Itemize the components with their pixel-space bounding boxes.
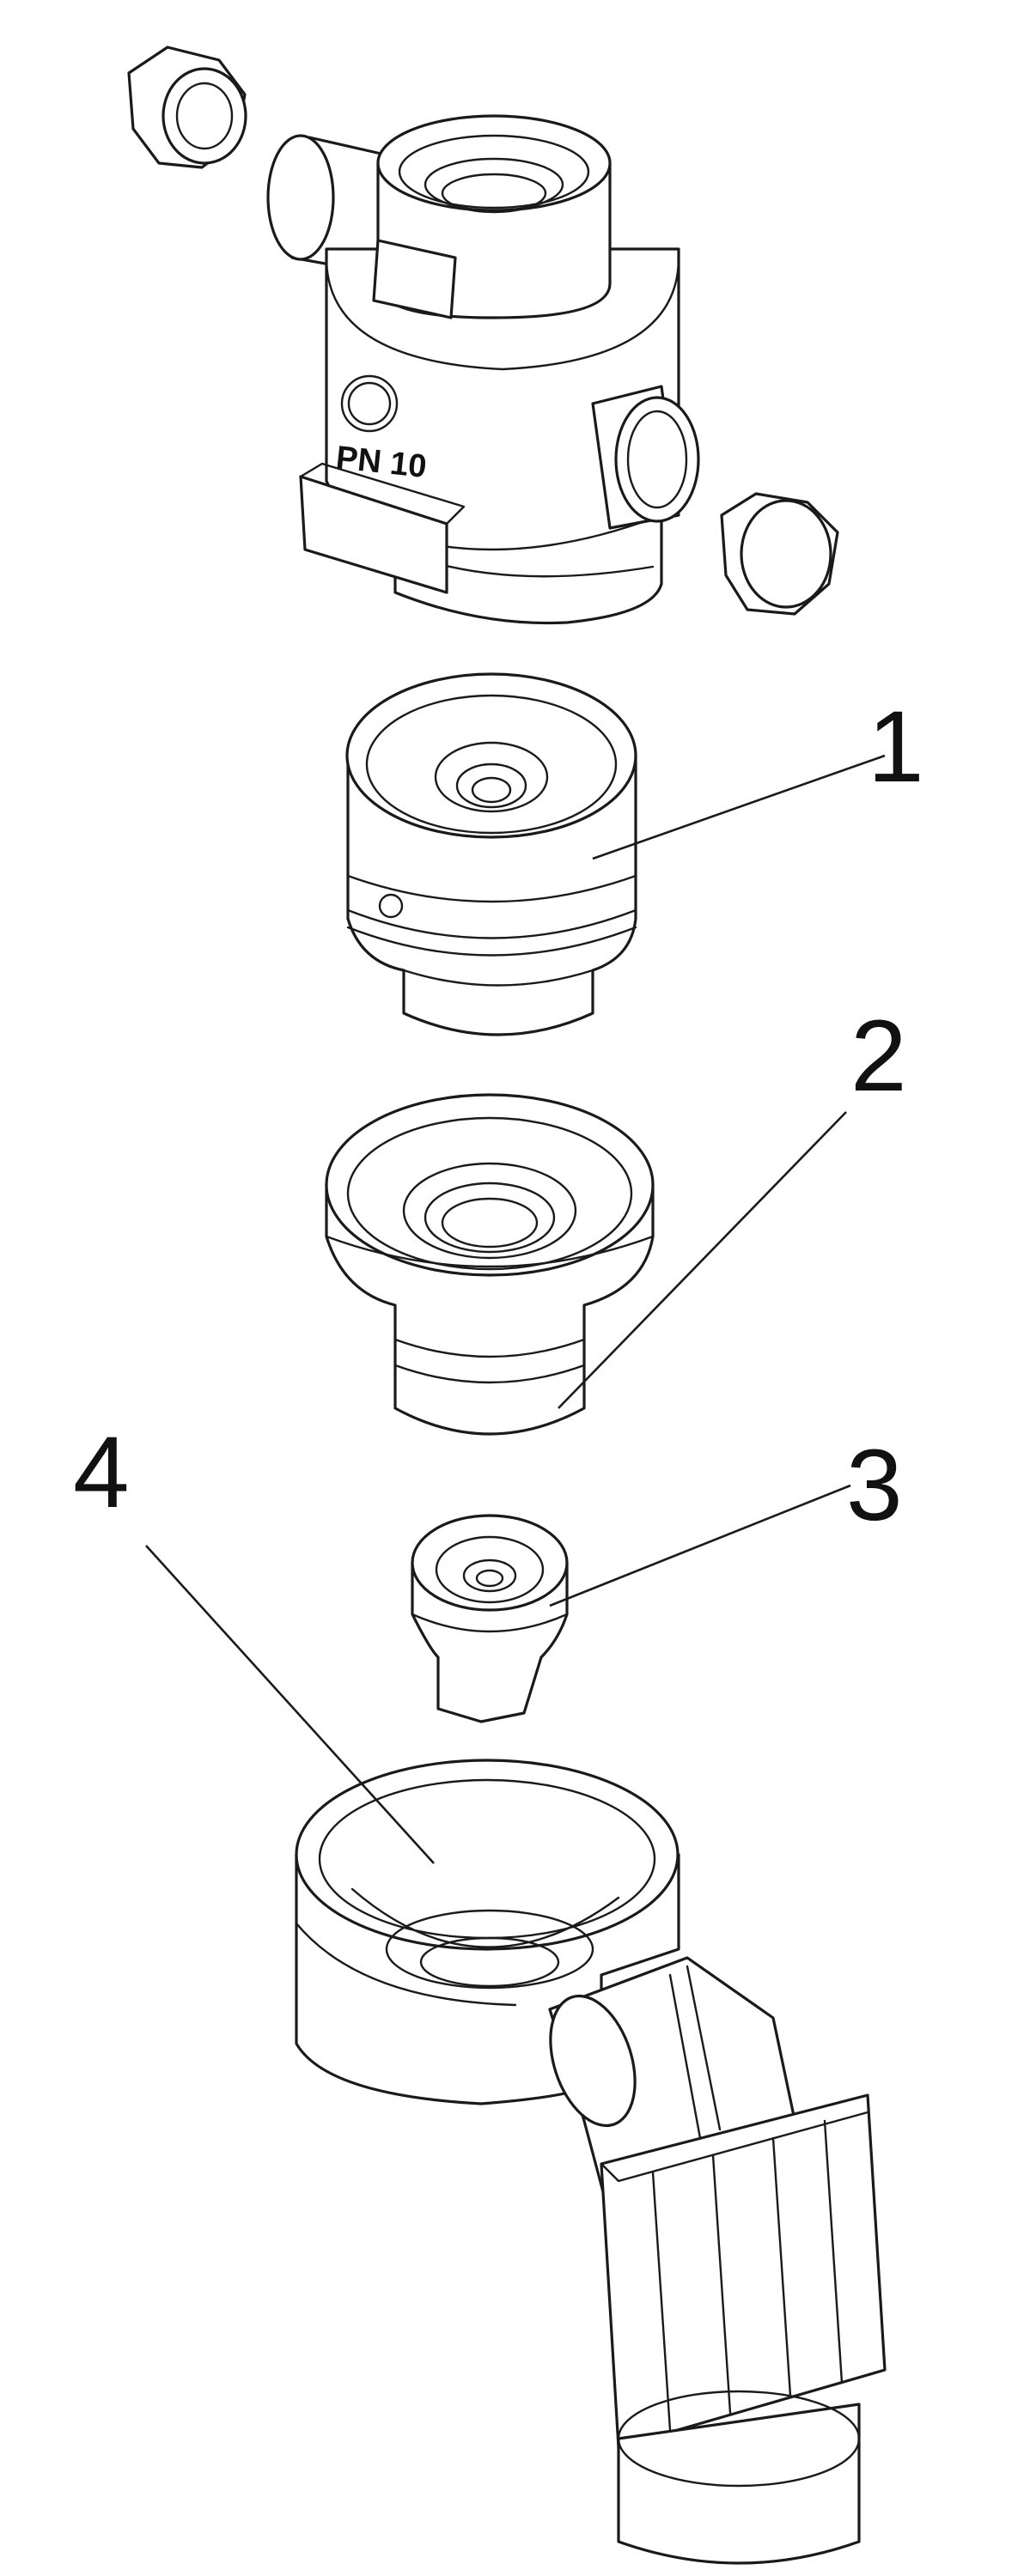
callout-label-4: 4 [73,1416,130,1529]
callout-label-1: 1 [868,690,924,804]
valve-body: PN 10 [127,46,839,625]
part-3-check-valve [411,1514,569,1723]
leader-line-2 [558,1111,847,1409]
callout-label-2: 2 [850,999,907,1113]
leader-line-4 [145,1545,435,1864]
leader-line-1 [592,754,886,860]
callout-4: 4 [73,1416,435,1864]
callout-2: 2 [558,999,907,1409]
callout-3: 3 [549,1429,903,1607]
callout-1: 1 [592,690,924,860]
leader-line-3 [549,1484,851,1607]
side-port-right [591,385,700,530]
part-1-cartridge [345,672,637,1036]
part-2-insert [325,1093,655,1436]
plug-cap-right [720,492,839,616]
side-port-left [266,134,405,276]
callout-label-3: 3 [846,1429,903,1542]
plug-cap-left [127,46,247,169]
part-4-bowl [295,1759,887,2565]
